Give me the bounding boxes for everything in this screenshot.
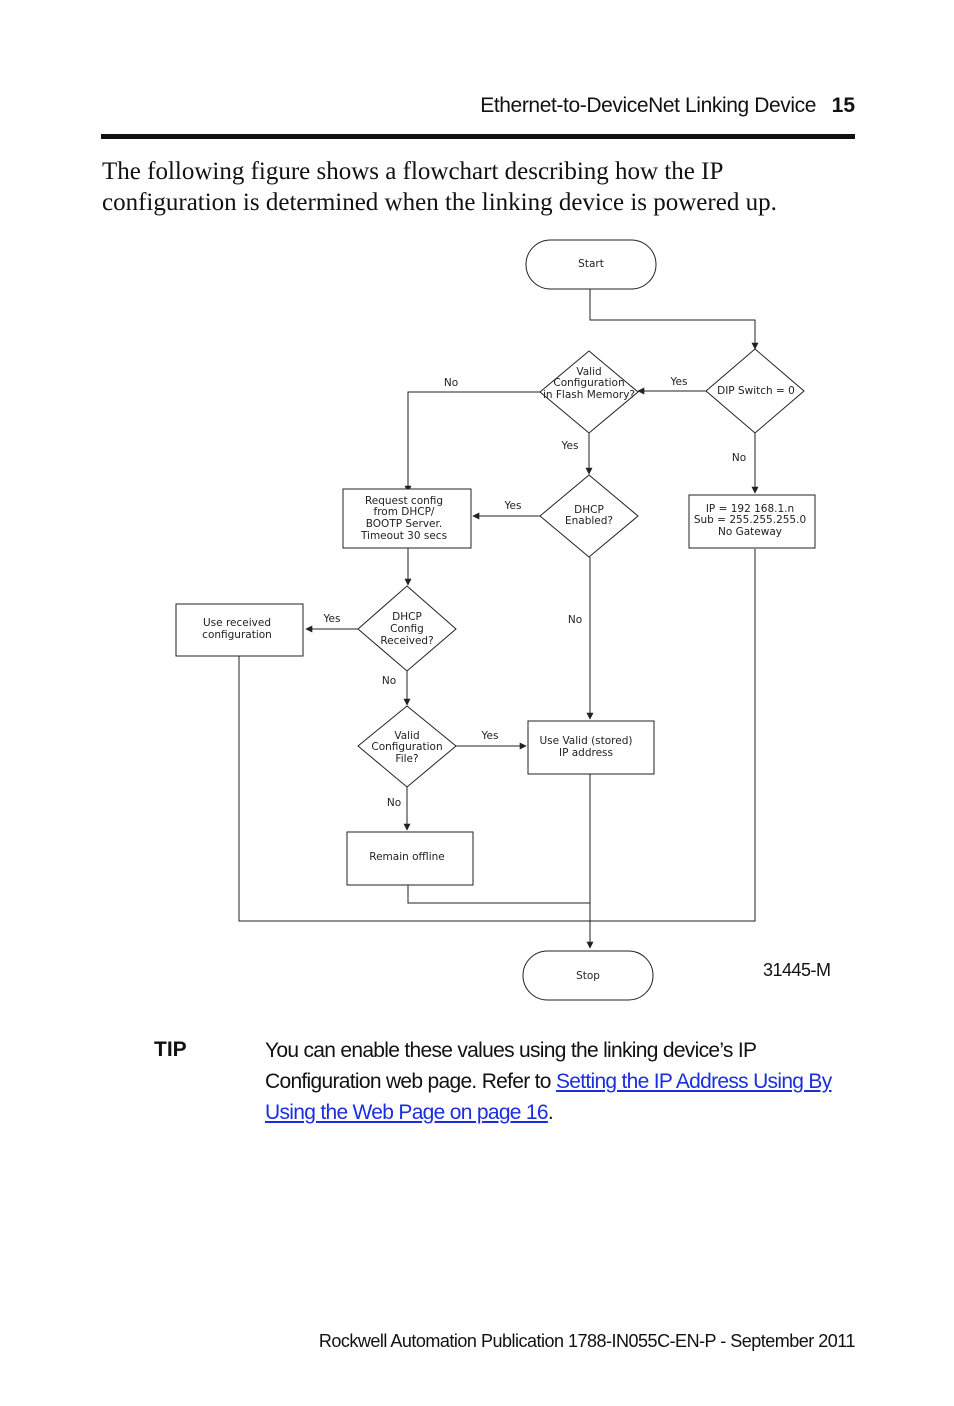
dhcp-enabled-line-1: DHCP	[574, 504, 604, 516]
use-received-line-2: configuration	[202, 629, 272, 641]
valid-file-decision	[357, 705, 457, 788]
tip-link[interactable]: Setting the IP Address Using By Using th…	[265, 1070, 832, 1124]
connector-offline-merge	[407, 885, 590, 904]
tip-text: You can enable these values using the li…	[265, 1035, 865, 1128]
connector-flash-request	[404, 391, 540, 493]
branch-no-dip: No	[732, 452, 746, 464]
valid-flash-line-1: Valid	[576, 366, 601, 378]
branch-yes-received: Yes	[323, 613, 341, 625]
branch-yes-dhcp: Yes	[504, 500, 522, 512]
dhcp-enabled-decision	[539, 474, 639, 558]
request-config-line-1: Request config	[365, 495, 443, 507]
request-config-line-2: from DHCP/	[374, 506, 435, 518]
remain-offline-box	[346, 831, 474, 886]
use-received-line-1: Use received	[203, 617, 271, 629]
intro-paragraph: The following figure shows a flowchart d…	[102, 158, 777, 216]
branch-no-flash: No	[444, 377, 458, 389]
branch-yes-flash: Yes	[561, 440, 579, 452]
branch-yes-dip: Yes	[670, 376, 688, 388]
valid-flash-line-3: in Flash Memory?	[543, 389, 635, 401]
start-label: Start	[578, 258, 604, 270]
use-stored-box	[527, 720, 655, 775]
header-rule	[101, 134, 855, 139]
connector-received-merge	[238, 549, 756, 922]
request-config-line-4: Timeout 30 secs	[360, 530, 447, 542]
dhcp-received-line-1: DHCP	[392, 611, 422, 623]
request-config-line-3: BOOTP Server.	[366, 518, 442, 530]
ip-default-line-3: No Gateway	[718, 526, 782, 538]
remain-offline-label: Remain offline	[369, 851, 444, 863]
tip-label: TIP	[154, 1038, 187, 1061]
valid-flash-line-2: Configuration	[553, 377, 624, 389]
dhcp-received-decision	[357, 585, 457, 672]
ip-default-line-2: Sub = 255.255.255.0	[694, 514, 806, 526]
header-title: Ethernet-to-DeviceNet Linking Device	[480, 94, 816, 117]
dhcp-enabled-line-2: Enabled?	[565, 515, 613, 527]
valid-file-line-3: File?	[395, 753, 418, 765]
use-received-box	[175, 603, 304, 657]
page-number: 15	[831, 94, 855, 117]
connector-start-dip	[589, 289, 759, 350]
dhcp-received-line-2: Config	[390, 623, 424, 635]
figure-id: 31445-M	[763, 960, 831, 980]
valid-file-line-2: Configuration	[371, 741, 442, 753]
dip-switch-label: DIP Switch = 0	[717, 385, 795, 397]
stop-terminal	[522, 950, 654, 1001]
use-stored-line-1: Use Valid (stored)	[539, 735, 632, 747]
valid-flash-decision	[539, 350, 639, 434]
ip-default-box	[688, 494, 816, 549]
branch-no-dhcp: No	[568, 614, 582, 626]
branch-no-file: No	[387, 797, 401, 809]
use-stored-line-2: IP address	[559, 747, 613, 759]
request-config-box	[342, 488, 472, 549]
tip-text-before: You can enable these values using the li…	[265, 1039, 757, 1093]
dhcp-received-line-3: Received?	[380, 635, 433, 647]
branch-no-received: No	[382, 675, 396, 687]
start-terminal	[525, 239, 657, 290]
ip-default-line-1: IP = 192 168.1.n	[706, 503, 794, 515]
page-footer: Rockwell Automation Publication 1788-IN0…	[318, 1331, 856, 1351]
branch-yes-file: Yes	[481, 730, 499, 742]
valid-file-line-1: Valid	[394, 730, 419, 742]
stop-label: Stop	[576, 970, 600, 982]
tip-text-after: .	[547, 1101, 554, 1124]
dip-switch-decision	[705, 348, 805, 434]
